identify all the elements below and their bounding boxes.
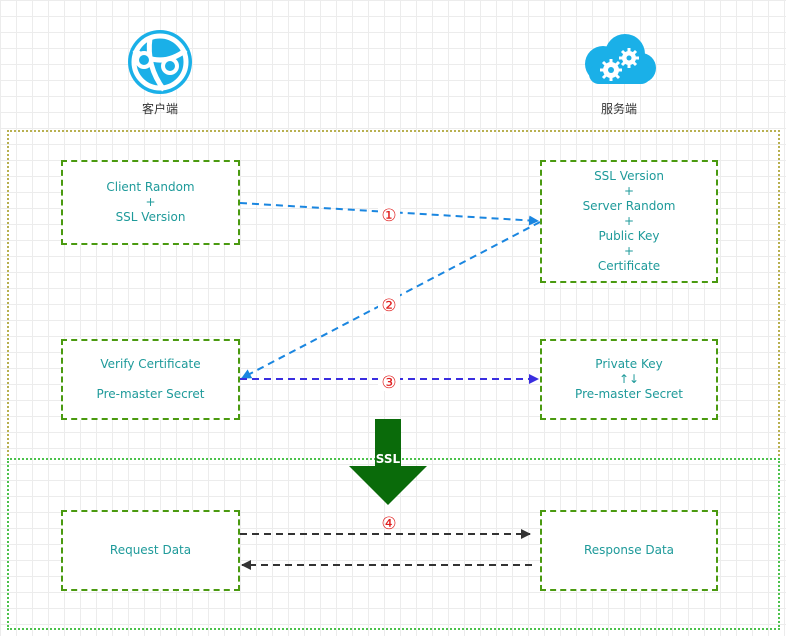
box-line: ↑↓ — [618, 372, 640, 386]
request-data-box: Request Data — [61, 510, 240, 591]
client-label: 客户端 — [141, 102, 178, 116]
box-line: Verify Certificate — [100, 357, 201, 371]
box-line: Certificate — [597, 259, 661, 273]
step-1-bg — [378, 204, 400, 224]
step-2-bg — [378, 294, 400, 314]
ssl-label: SSL — [376, 452, 401, 466]
box-line: + — [145, 195, 156, 209]
private-key-box: Private Key ↑↓ Pre-master Secret — [540, 339, 718, 420]
box-line: Public Key — [598, 229, 660, 243]
step-1-marker: ① — [381, 206, 396, 226]
verify-certificate-box: Verify Certificate Pre-master Secret — [61, 339, 240, 420]
box-line: Pre-master Secret — [96, 387, 205, 401]
box-line: + — [623, 244, 635, 258]
box-line: Request Data — [109, 543, 192, 557]
step-4-marker: ④ — [381, 514, 396, 534]
client-actor: 客户端 — [120, 26, 200, 121]
box-line: Server Random — [582, 199, 676, 213]
box-line: Private Key — [595, 357, 663, 371]
box-line: SSL Version — [594, 169, 664, 183]
globe-network-icon — [128, 30, 192, 94]
step-3-marker: ③ — [381, 373, 396, 393]
ssl-arrow — [349, 419, 427, 505]
server-label: 服务端 — [600, 102, 637, 116]
server-hello-box: SSL Version + Server Random + Public Key… — [540, 160, 718, 283]
client-hello-box: Client Random + SSL Version — [61, 160, 240, 245]
box-line: SSL Version — [115, 210, 186, 224]
box-line: Client Random — [106, 180, 195, 194]
cloud-gears-icon — [585, 34, 656, 84]
box-line: + — [623, 214, 635, 228]
box-line: Pre-master Secret — [575, 387, 683, 401]
box-line: + — [623, 184, 635, 198]
step-3-bg — [378, 371, 400, 391]
step-2-marker: ② — [381, 296, 396, 316]
server-actor: 服务端 — [579, 30, 659, 121]
box-line: Response Data — [583, 543, 675, 557]
response-data-box: Response Data — [540, 510, 718, 591]
